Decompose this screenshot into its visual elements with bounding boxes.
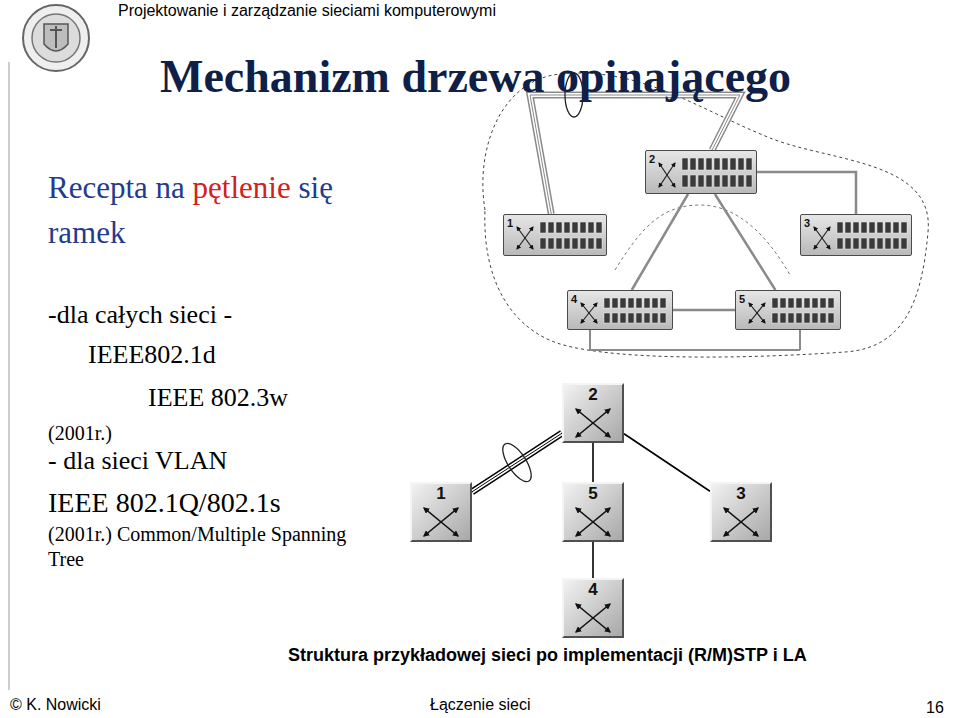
aggregated-link-core bbox=[472, 433, 562, 492]
switch-number: 5 bbox=[564, 485, 622, 503]
year-note: (2001r.) Common/Multiple Spanning Tree bbox=[48, 522, 348, 572]
year-note: (2001r.) bbox=[48, 422, 112, 445]
footer-topic: Łączenie sieci bbox=[430, 696, 531, 714]
switch-ports bbox=[736, 291, 842, 331]
switch-symbol: 3 bbox=[710, 482, 772, 542]
switch-number: 3 bbox=[712, 485, 770, 503]
bottom-wire bbox=[799, 330, 801, 350]
dashed-domain-outline bbox=[483, 73, 928, 357]
switch-ports bbox=[801, 215, 913, 257]
standard-name: IEEE 802.3w bbox=[148, 383, 288, 413]
highlight-word: pętlenie bbox=[193, 170, 291, 205]
bullet-text: - dla sieci VLAN bbox=[48, 446, 227, 476]
network-link bbox=[632, 194, 688, 290]
network-link bbox=[592, 443, 594, 482]
switch-number: 1 bbox=[507, 217, 513, 229]
switch-number: 3 bbox=[804, 217, 810, 229]
bottom-wire bbox=[590, 349, 800, 351]
standard-name: IEEE 802.1Q/802.1s bbox=[48, 487, 281, 519]
university-logo bbox=[23, 5, 89, 71]
switch-symbol: 5 bbox=[562, 482, 624, 542]
switch-number: 4 bbox=[564, 581, 622, 599]
switch-number: 1 bbox=[412, 485, 470, 503]
header-text: Projektowanie i zarządzanie sieciami kom… bbox=[118, 2, 496, 20]
network-link bbox=[715, 194, 776, 290]
aggregated-link bbox=[472, 433, 562, 492]
slide-border bbox=[9, 62, 10, 690]
switch-symbol: 1 bbox=[410, 482, 472, 542]
switch-number: 4 bbox=[571, 293, 577, 305]
switch-ports bbox=[504, 215, 608, 257]
switch-device: 5 bbox=[735, 290, 841, 330]
dashed-tree-outline bbox=[615, 205, 790, 275]
network-link bbox=[624, 434, 710, 492]
intro-heading: Recepta napętleniesię ramek bbox=[48, 166, 408, 256]
bullet-text: -dla całych sieci - bbox=[48, 300, 232, 330]
switch-device: 2 bbox=[645, 150, 757, 194]
page-number: 16 bbox=[926, 699, 944, 717]
switch-device: 1 bbox=[503, 214, 607, 256]
aggregation-ellipse bbox=[497, 439, 536, 486]
heading-word: Recepta na bbox=[48, 170, 185, 205]
footer-author: © K. Nowicki bbox=[10, 696, 101, 714]
network-link bbox=[592, 542, 594, 578]
switch-ports bbox=[568, 291, 674, 331]
switch-number: 5 bbox=[739, 293, 745, 305]
switch-number: 2 bbox=[649, 153, 655, 165]
switch-ports bbox=[646, 151, 758, 195]
bottom-wire bbox=[589, 330, 591, 350]
switch-symbol: 2 bbox=[562, 383, 624, 443]
switch-number: 2 bbox=[564, 386, 622, 404]
switch-device: 4 bbox=[567, 290, 673, 330]
switch-symbol: 4 bbox=[562, 578, 624, 638]
switch-device: 3 bbox=[800, 214, 912, 256]
figure-caption: Struktura przykładowej sieci po implemen… bbox=[288, 645, 807, 666]
network-link bbox=[673, 309, 735, 312]
standard-name: IEEE802.1d bbox=[88, 340, 216, 370]
slide-title: Mechanizm drzewa opinającego bbox=[160, 50, 791, 103]
aggregated-link-gap bbox=[472, 433, 562, 492]
network-link bbox=[757, 172, 856, 214]
